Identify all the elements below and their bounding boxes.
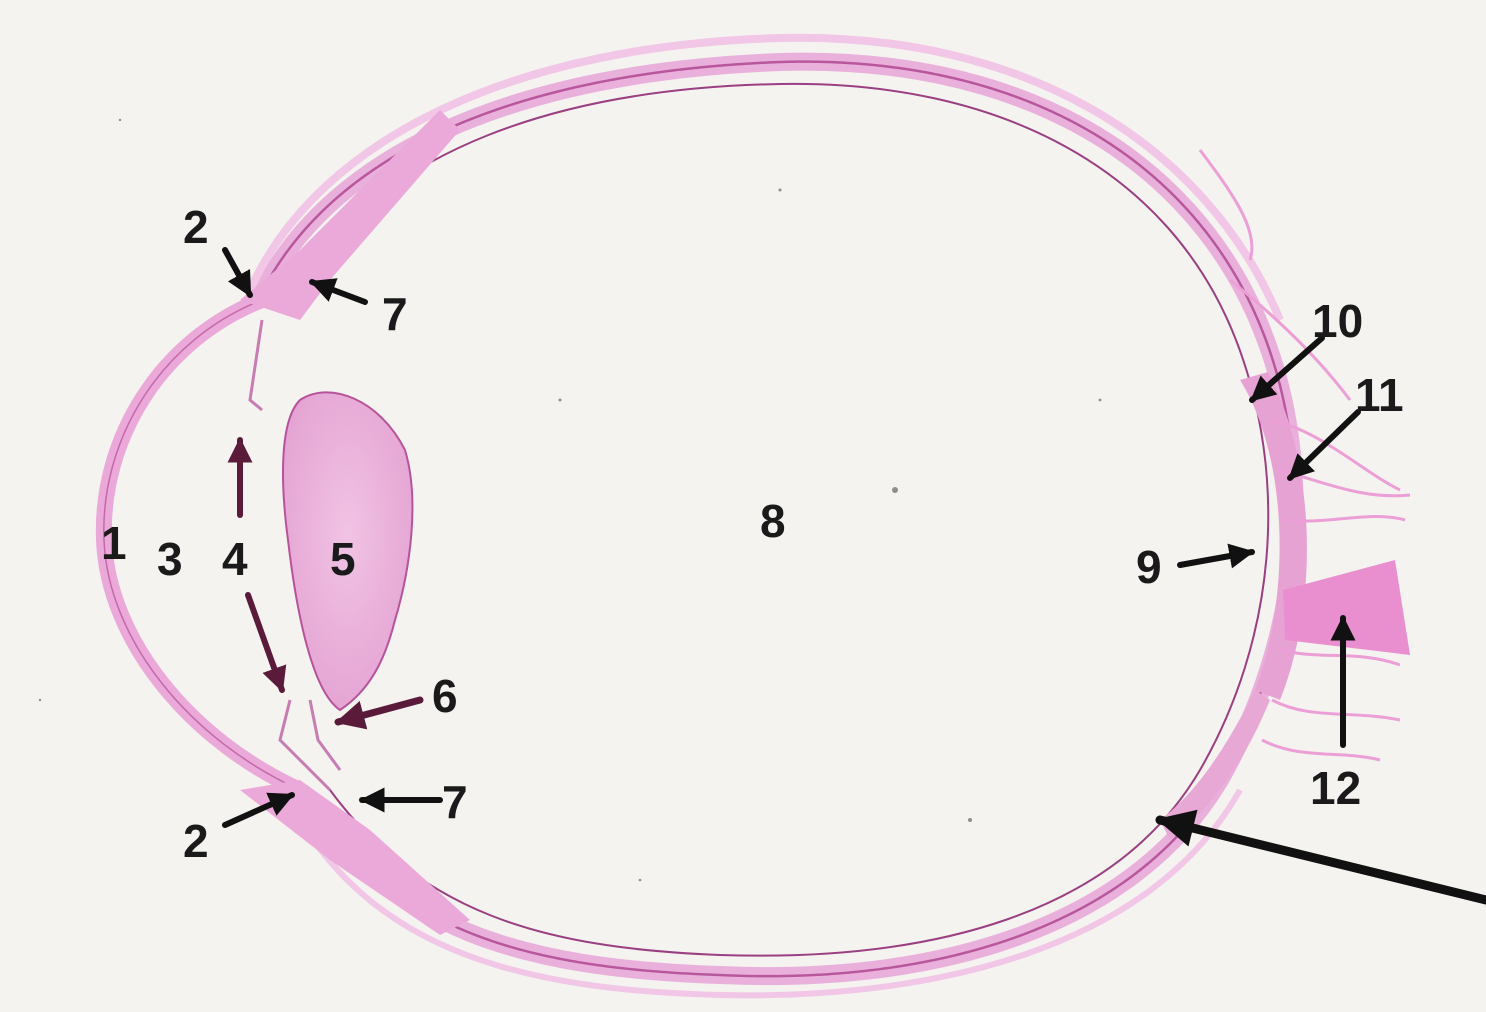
label-5: 5 [330, 533, 356, 585]
label-1: 1 [101, 517, 127, 569]
label-10: 10 [1312, 295, 1363, 347]
label-3: 3 [157, 533, 183, 585]
label-8: 8 [760, 495, 786, 547]
label-7-top: 7 [382, 288, 408, 340]
label-2-top: 2 [183, 201, 209, 253]
label-2-bottom: 2 [183, 815, 209, 867]
label-6: 6 [432, 670, 458, 722]
label-7-bottom: 7 [442, 776, 468, 828]
label-12: 12 [1310, 762, 1361, 814]
label-11: 11 [1355, 369, 1404, 421]
label-4: 4 [222, 533, 248, 585]
label-9: 9 [1136, 541, 1162, 593]
